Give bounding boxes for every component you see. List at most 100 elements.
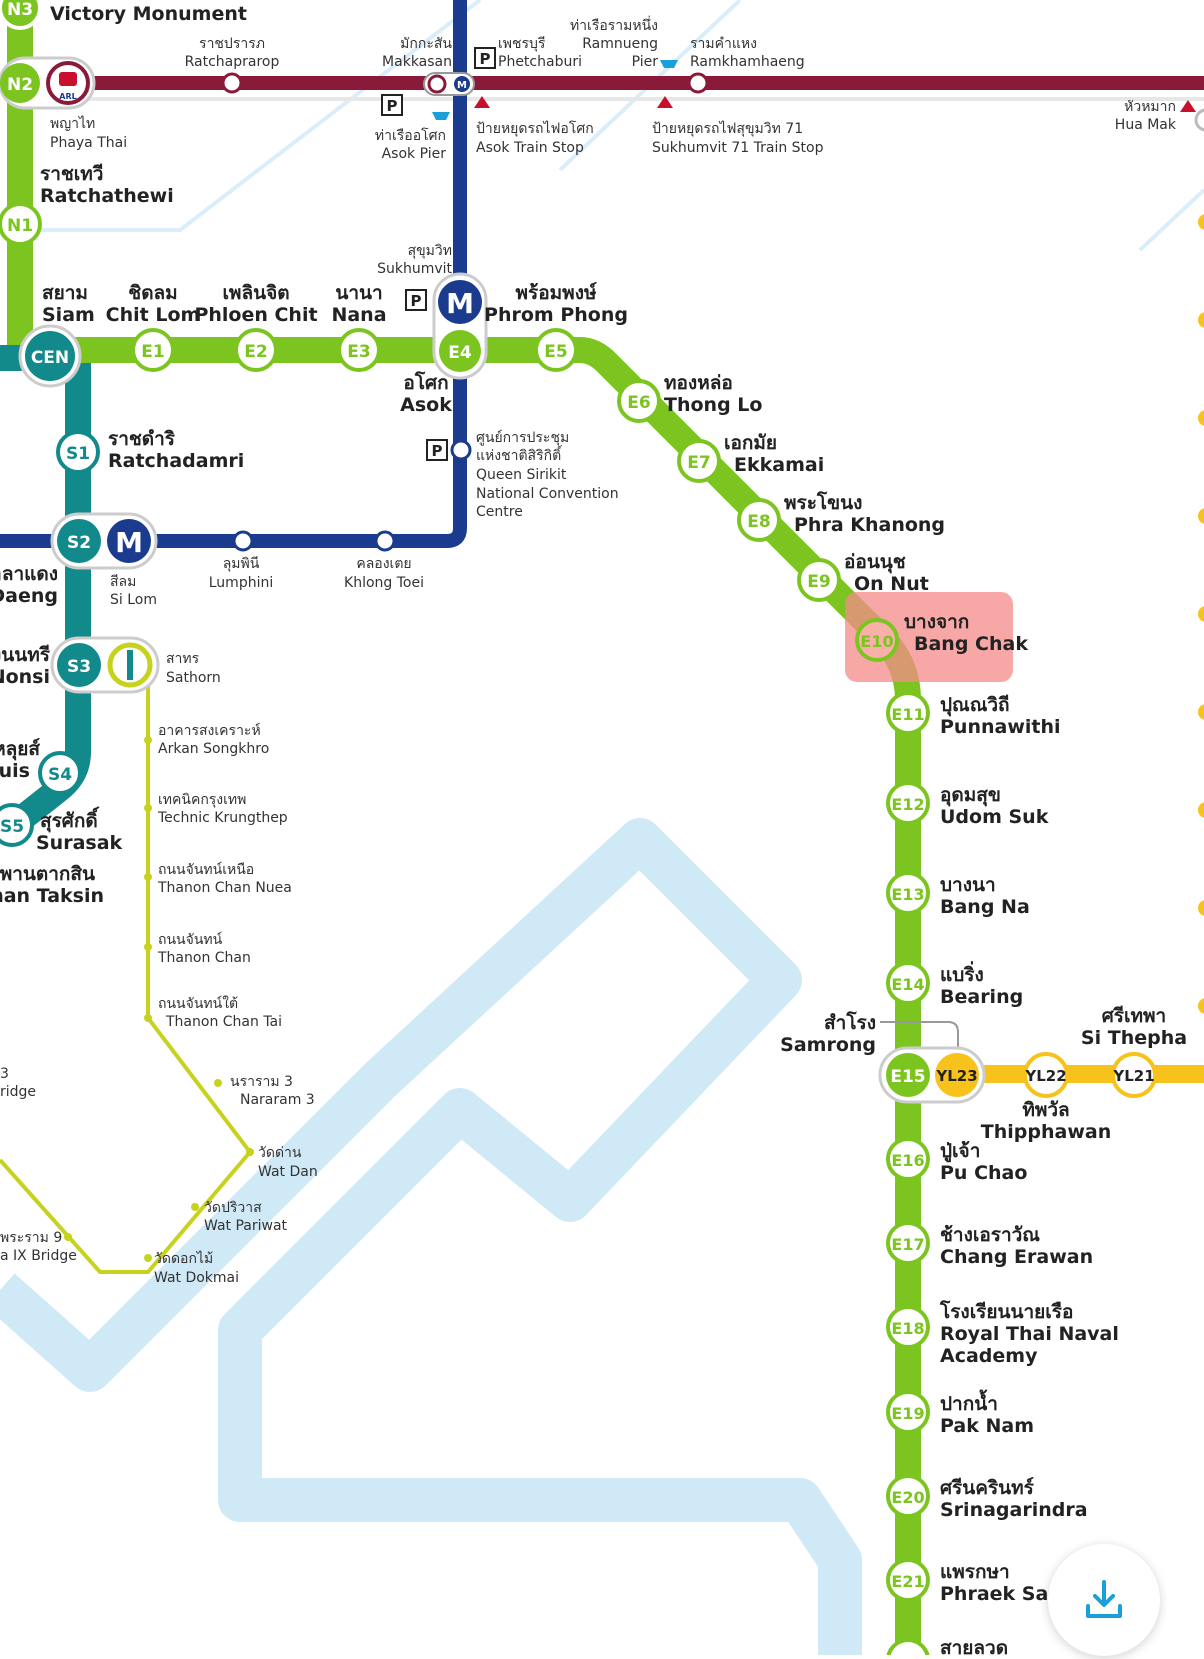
- station-n2[interactable]: N2 ARL: [0, 56, 96, 110]
- label-bang-chak-th: บางจาก: [904, 611, 969, 633]
- label-bang-na-en: Bang Na: [940, 896, 1030, 918]
- label-chang-erawan-th: ช้างเอราวัณ: [940, 1224, 1040, 1246]
- label-qsncc-en1: Queen Sirikit: [476, 467, 567, 483]
- station-e8[interactable]: E8: [737, 498, 781, 542]
- svg-text:E14: E14: [891, 975, 924, 994]
- station-khlong-toei[interactable]: [374, 530, 396, 552]
- label-srinagarindra-th: ศรีนครินทร์: [940, 1477, 1035, 1499]
- station-yl23[interactable]: YL23: [935, 1053, 979, 1097]
- label-phraek-sa-th: แพรกษา: [940, 1561, 1010, 1583]
- station-e19[interactable]: E19: [886, 1390, 930, 1434]
- label-makkasan-th: มักกะสัน: [400, 36, 452, 52]
- label-phaya-thai-th: พญาไท: [50, 115, 95, 132]
- label-chong-nonsi-th: ช่องนนทรี: [0, 644, 51, 666]
- mrt-blue-line: [0, 0, 467, 548]
- label-ekkamai-en: Ekkamai: [734, 454, 824, 476]
- label-samrong-en: Samrong: [780, 1034, 876, 1056]
- svg-text:S3: S3: [67, 657, 91, 677]
- station-n1[interactable]: N1: [0, 202, 42, 246]
- station-e12[interactable]: E12: [886, 781, 930, 825]
- label-sathorn-th: สาทร: [166, 651, 200, 667]
- station-e16[interactable]: E16: [886, 1137, 930, 1181]
- svg-text:E7: E7: [687, 453, 710, 473]
- label-siam-en: Siam: [42, 304, 95, 326]
- label-khlong-toei-th: คลองเตย: [356, 556, 411, 572]
- label-ramnueng-th: ท่าเรือรามหนึ่ง: [570, 16, 658, 34]
- label-ramkhamhaeng-th: รามคำแหง: [690, 36, 757, 52]
- label-pu-chao-en: Pu Chao: [940, 1162, 1027, 1184]
- label-chit-lom-th: ชิดลม: [128, 282, 177, 304]
- station-s2[interactable]: S2 M: [50, 512, 158, 570]
- station-e22-partial[interactable]: [886, 1638, 930, 1659]
- station-s5[interactable]: S5: [0, 803, 34, 847]
- label-thanon-chan-nuea-th: ถนนจันทน์เหนือ: [158, 861, 254, 878]
- label-technic-krungthep-th: เทคนิคกรุงเทพ: [158, 792, 246, 808]
- station-e21[interactable]: E21: [886, 1558, 930, 1602]
- station-e10[interactable]: E10: [855, 618, 899, 662]
- label-pu-chao-th: ปู่เจ้า: [940, 1140, 980, 1163]
- label-qsncc-en3: Centre: [476, 504, 523, 520]
- station-e13[interactable]: E13: [886, 871, 930, 915]
- svg-text:S5: S5: [0, 817, 24, 837]
- label-cut-bridge-th: 3: [0, 1066, 9, 1082]
- svg-text:E21: E21: [891, 1572, 924, 1591]
- svg-text:P: P: [432, 442, 443, 460]
- download-button[interactable]: [1048, 1544, 1160, 1656]
- label-chang-erawan-en: Chang Erawan: [940, 1246, 1093, 1268]
- svg-text:E11: E11: [891, 705, 924, 724]
- station-e7[interactable]: E7: [677, 439, 721, 483]
- station-yl22[interactable]: YL22: [1023, 1052, 1069, 1098]
- train-icon: [59, 72, 77, 86]
- label-si-thepha-th: ศรีเทพา: [1102, 1005, 1166, 1027]
- label-phrom-phong-th: พร้อมพงษ์: [516, 282, 597, 304]
- label-samrong-th: สำโรง: [824, 1011, 876, 1034]
- station-e6[interactable]: E6: [617, 379, 661, 423]
- label-on-nut-th: อ่อนนุช: [844, 551, 906, 574]
- label-asok-pier-en: Asok Pier: [382, 146, 447, 162]
- station-cen[interactable]: CEN: [18, 324, 82, 388]
- label-ramnueng-en1: Ramnueng: [582, 36, 658, 52]
- label-bearing-th: แบริ่ง: [940, 961, 984, 986]
- station-e9[interactable]: E9: [797, 558, 841, 602]
- label-sala-daeng-th: ศาลาแดง: [0, 563, 58, 585]
- station-e5[interactable]: E5: [534, 328, 578, 372]
- parking-icon-qsncc: P: [426, 439, 448, 461]
- station-n3[interactable]: N3: [0, 0, 42, 30]
- station-e11[interactable]: E11: [886, 691, 930, 735]
- svg-text:S4: S4: [48, 765, 72, 785]
- station-makkasan[interactable]: M: [423, 72, 475, 96]
- station-qsncc[interactable]: [450, 439, 472, 461]
- svg-text:YL22: YL22: [1024, 1067, 1066, 1085]
- station-e4[interactable]: M E4: [432, 272, 488, 380]
- label-surasak-en: Surasak: [36, 832, 123, 854]
- station-e1[interactable]: E1: [131, 328, 175, 372]
- station-e20[interactable]: E20: [886, 1474, 930, 1518]
- label-sai-luat-th: สายลวด: [940, 1637, 1008, 1655]
- station-yl21[interactable]: YL21: [1111, 1052, 1157, 1098]
- station-ratchaprarop[interactable]: [221, 72, 243, 94]
- station-s1[interactable]: S1: [56, 430, 100, 474]
- station-s3[interactable]: S3: [50, 636, 160, 694]
- station-s4[interactable]: S4: [38, 751, 82, 795]
- station-lumphini[interactable]: [232, 530, 254, 552]
- train-stop-icon: [1180, 100, 1196, 112]
- station-e3[interactable]: E3: [337, 328, 381, 372]
- svg-text:M: M: [446, 287, 474, 320]
- gold-line-stations: [64, 736, 254, 1262]
- label-wat-pariwat-en: Wat Pariwat: [204, 1218, 288, 1234]
- station-e2[interactable]: E2: [234, 328, 278, 372]
- label-ratchathewi-en: Ratchathewi: [40, 185, 174, 207]
- label-si-lom-th: สีลม: [110, 574, 136, 590]
- svg-text:E18: E18: [891, 1319, 924, 1338]
- station-e17[interactable]: E17: [886, 1221, 930, 1265]
- station-e18[interactable]: E18: [886, 1305, 930, 1349]
- parking-icon-sukhumvit: P: [405, 289, 427, 311]
- svg-text:E2: E2: [244, 342, 267, 362]
- label-surasak-th: สุรศักดิ์: [40, 806, 100, 833]
- label-thanon-chan-tai-th: ถนนจันทน์ใต้: [158, 995, 238, 1012]
- station-ramkhamhaeng[interactable]: [687, 72, 709, 94]
- svg-text:N2: N2: [7, 75, 33, 95]
- station-e14[interactable]: E14: [886, 961, 930, 1005]
- svg-text:E12: E12: [891, 795, 924, 814]
